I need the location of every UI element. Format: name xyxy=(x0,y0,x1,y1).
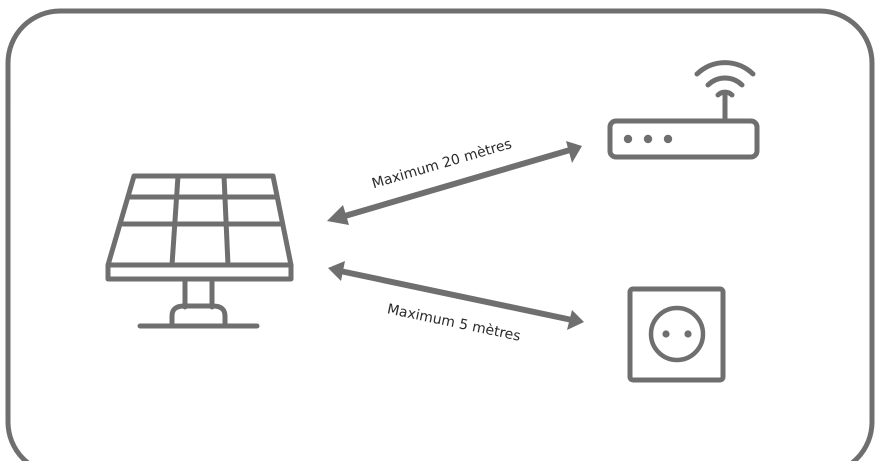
solar-panel-icon xyxy=(105,173,294,329)
diagram-frame xyxy=(5,8,875,461)
router-distance-label: Maximum 20 mètres xyxy=(370,136,513,192)
power-socket-icon xyxy=(627,286,726,383)
router-distance-arrow xyxy=(327,141,582,225)
wifi-router-icon xyxy=(607,60,760,160)
socket-distance-arrow xyxy=(328,261,584,330)
